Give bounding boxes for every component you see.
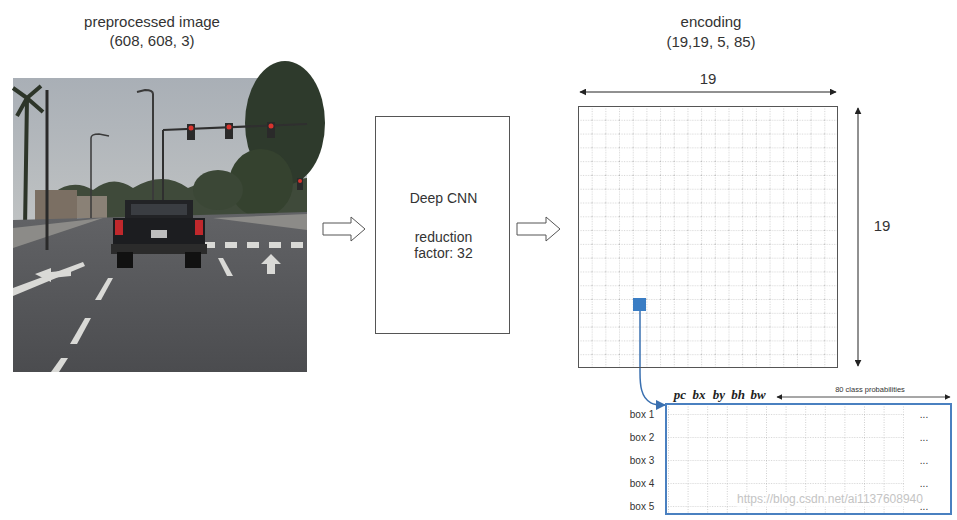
road-arrow: [261, 254, 281, 274]
column-header: pc: [674, 388, 686, 403]
tree: [193, 170, 243, 210]
street-lamp: [137, 90, 153, 218]
dimension-text: (608, 608, 3): [109, 32, 194, 49]
crosswalk: [203, 242, 303, 248]
dimension-arrow: [777, 397, 950, 398]
sidewalk: [213, 214, 307, 230]
dimension-text: (19,19, 5, 85): [666, 33, 755, 50]
signal-arm: [163, 124, 307, 130]
ellipsis: ...: [920, 455, 928, 467]
road-arrow: [35, 268, 71, 282]
curved-arrow: [640, 368, 665, 405]
row-label: box 4: [630, 478, 654, 490]
column-header: by: [713, 388, 725, 403]
process-box: Deep CNN reduction factor: 32: [375, 116, 510, 334]
box-body: reduction factor: 32: [402, 229, 486, 261]
column-group-label: 80 class probabilities: [835, 386, 905, 395]
column-header: bh: [731, 388, 745, 403]
dimension-label: 19: [700, 70, 717, 87]
column-header: bx: [693, 388, 706, 403]
ellipsis: ...: [920, 432, 928, 444]
ellipsis: ...: [920, 409, 928, 421]
pickup-truck: [111, 200, 207, 268]
dimension-arrow: [580, 92, 836, 93]
lane-markings: [13, 258, 233, 372]
street-lamp: [91, 134, 109, 218]
building: [77, 196, 107, 218]
sidewalk: [13, 218, 103, 248]
block-arrow: [323, 217, 365, 241]
traffic-lights: [187, 122, 303, 190]
grid-box: encoding(19,19, 5, 85): [578, 106, 838, 368]
leader-line: [639, 311, 641, 368]
heading: encoding: [681, 13, 742, 30]
grid-cells: [578, 106, 838, 368]
watermark: https://blog.csdn.net/ai1137608940: [737, 493, 923, 507]
ellipsis: ...: [920, 478, 928, 490]
dimension-label: 19: [874, 217, 891, 234]
dimension-arrow: [858, 108, 859, 366]
building: [35, 190, 77, 220]
row-label: box 2: [630, 432, 654, 444]
highlighted-cell: [633, 298, 646, 311]
box-title: Deep CNN: [410, 190, 478, 206]
street-photo: [13, 61, 325, 372]
row-label: box 1: [630, 409, 654, 421]
image-frame: preprocessed image(608, 608, 3): [13, 78, 307, 372]
row-label: box 3: [630, 455, 654, 467]
column-header: bw: [750, 388, 765, 403]
block-arrow: [517, 217, 560, 241]
road: [13, 212, 307, 372]
heading: preprocessed image: [84, 13, 220, 30]
pole: [46, 90, 49, 250]
row-label: box 5: [630, 501, 654, 513]
